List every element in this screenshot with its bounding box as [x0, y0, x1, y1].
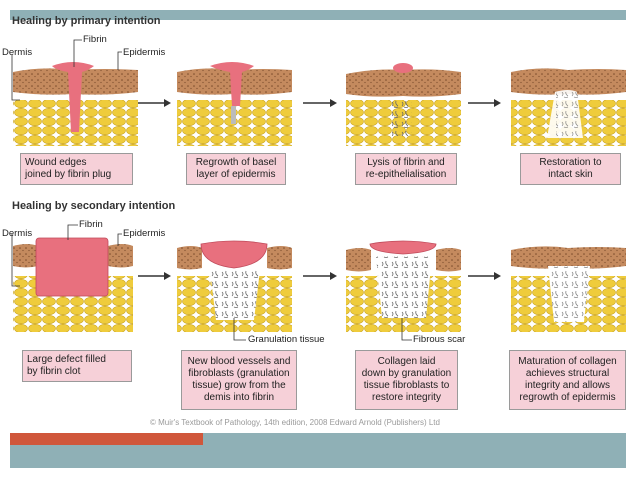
slide-accent-bar [10, 433, 203, 445]
fibrin-clot [35, 237, 109, 297]
secondary-title: Healing by secondary intention [12, 200, 176, 212]
fibrin-plug [52, 62, 94, 132]
arrow-icon [138, 272, 171, 280]
primary-panel-1 [13, 62, 138, 146]
secondary-panel-1 [13, 237, 133, 332]
arrow-icon [303, 99, 337, 107]
secondary-panel-3 [346, 240, 461, 332]
primary-panel-3 [346, 63, 461, 146]
secondary-panel-2 [177, 240, 292, 332]
dermis-label: Dermis [2, 47, 33, 58]
arrow-icon [138, 99, 171, 107]
dermis-label: Dermis [2, 228, 33, 239]
primary-title: Healing by primary intention [12, 15, 161, 27]
epidermis-label: Epidermis [123, 228, 166, 239]
fibrous-scar-label: Fibrous scar [413, 334, 466, 345]
source-credit: © Muir's Textbook of Pathology, 14th edi… [150, 418, 440, 427]
arrow-icon [303, 272, 337, 280]
slide-top-bar [10, 10, 626, 20]
primary-panel-4 [511, 66, 626, 146]
secondary-panel-4 [511, 246, 626, 332]
epidermis-label: Epidermis [123, 47, 166, 58]
arrow-icon [468, 272, 501, 280]
granulation-tissue-label: Granulation tissue [248, 334, 325, 345]
arrow-icon [468, 99, 501, 107]
primary-panel-2 [177, 62, 292, 146]
fibrin-label: Fibrin [83, 34, 107, 45]
fibrin-label: Fibrin [79, 219, 103, 230]
